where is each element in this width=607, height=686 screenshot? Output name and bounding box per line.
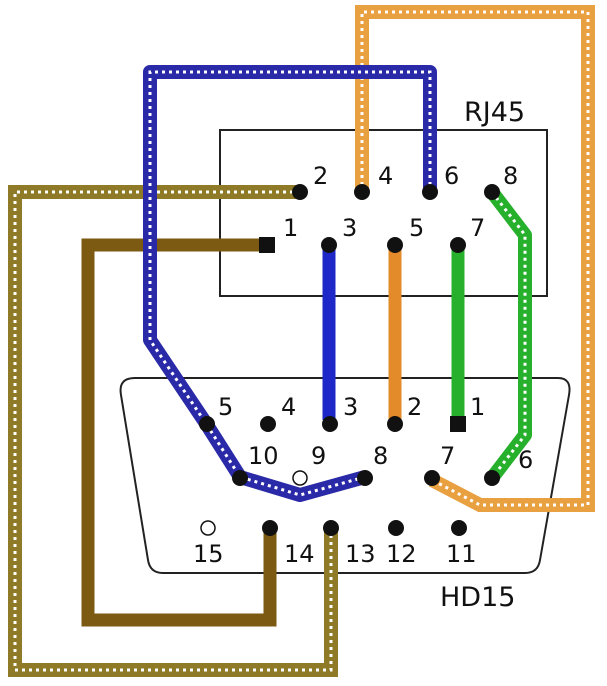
hd15-pin-7	[424, 470, 440, 486]
hd15-pin-label-6: 6	[518, 446, 533, 474]
hd15-title: HD15	[440, 582, 515, 613]
wire-rj45-2-hd15-13	[8, 185, 338, 677]
hd15-pin-label-10: 10	[248, 442, 279, 470]
rj45-pin-label-5: 5	[409, 214, 424, 242]
hd15-pin-label-11: 11	[446, 540, 477, 568]
hd15-pin-15	[200, 520, 216, 536]
hd15-pin-label-7: 7	[440, 442, 455, 470]
hd15-pin-8	[357, 470, 373, 486]
hd15-connector-outline	[119, 377, 571, 574]
hd15-pin-2	[387, 416, 403, 432]
hd15-pin-12	[388, 520, 404, 536]
hd15-pin-5	[199, 416, 215, 432]
hd15-pin-label-4: 4	[281, 393, 296, 421]
rj45-pin-label-1: 1	[283, 214, 298, 242]
hd15-pin-label-1: 1	[470, 393, 485, 421]
hd15-pin-3	[322, 416, 338, 432]
rj45-pin-7	[450, 237, 466, 253]
hd15-pin-10	[232, 470, 248, 486]
rj45-pin-label-3: 3	[342, 214, 357, 242]
hd15-pin-label-15: 15	[193, 540, 224, 568]
rj45-connector-outline	[219, 129, 548, 297]
hd15-pin-label-14: 14	[284, 540, 315, 568]
rj45-pin-label-6: 6	[444, 162, 459, 190]
rj45-pin-1	[259, 237, 275, 253]
hd15-pin-11	[451, 520, 467, 536]
hd15-pin-label-9: 9	[311, 442, 326, 470]
wire-rj45-8-hd15-6	[486, 187, 532, 483]
rj45-pin-2	[292, 184, 308, 200]
hd15-pin-1	[450, 416, 466, 432]
rj45-pin-6	[422, 184, 438, 200]
hd15-pin-6	[484, 470, 500, 486]
wire-rj45-1-hd15-14	[81, 238, 277, 627]
rj45-pin-label-4: 4	[378, 162, 393, 190]
rj45-title: RJ45	[464, 97, 525, 128]
hd15-pin-label-3: 3	[343, 393, 358, 421]
hd15-pin-label-13: 13	[345, 540, 376, 568]
hd15-pin-13	[323, 520, 339, 536]
rj45-pin-label-7: 7	[470, 214, 485, 242]
hd15-pin-label-12: 12	[386, 540, 417, 568]
hd15-pin-4	[260, 416, 276, 432]
rj45-pin-5	[387, 237, 403, 253]
hd15-pin-14	[262, 520, 278, 536]
rj45-pin-label-8: 8	[503, 162, 518, 190]
hd15-pin-9	[292, 470, 308, 486]
rj45-pin-3	[321, 237, 337, 253]
wire-rj45-6-hd15-5-8	[143, 65, 437, 502]
rj45-pin-4	[354, 184, 370, 200]
hd15-pin-label-2: 2	[407, 393, 422, 421]
wire-rj45-4-hd15-7	[355, 5, 595, 512]
hd15-pin-label-5: 5	[218, 393, 233, 421]
rj45-pin-label-2: 2	[313, 162, 328, 190]
rj45-pin-8	[484, 184, 500, 200]
hd15-pin-label-8: 8	[373, 442, 388, 470]
